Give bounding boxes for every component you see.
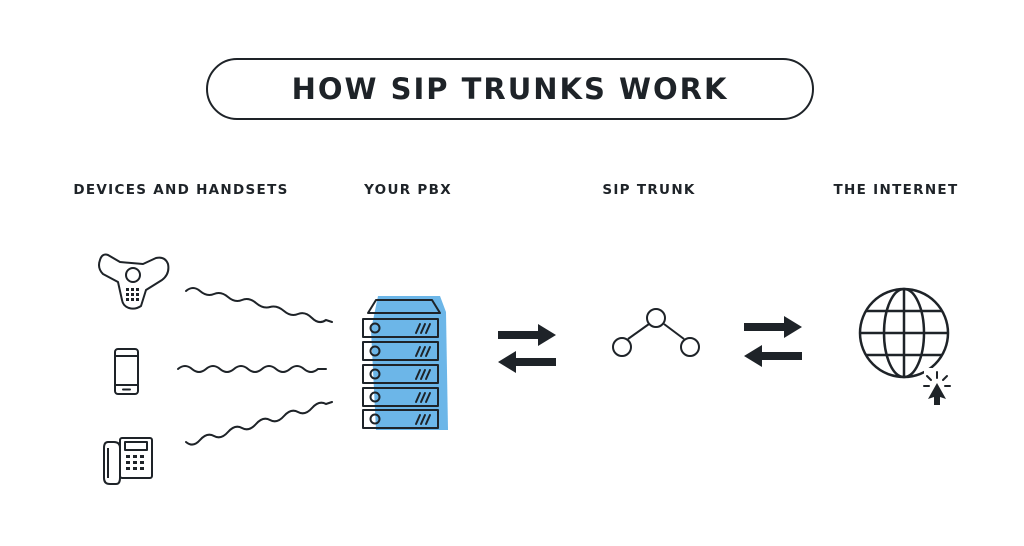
bidirectional-arrow-icon [744,316,802,367]
sip-trunk-icon [612,308,700,357]
diagram-title: HOW SIP TRUNKS WORK [291,72,729,106]
bidirectional-arrow-icon [498,324,556,373]
desk-phone-icon [103,437,153,485]
pbx-server-icon [362,296,448,430]
column-label-devices: DEVICES AND HANDSETS [73,182,289,198]
cursor-click-icon [923,368,952,408]
column-label-sip-trunk: SIP TRUNK [602,182,696,198]
mobile-phone-icon [114,348,139,395]
connection-wave-bottom [185,401,333,446]
column-label-pbx: YOUR PBX [364,182,452,198]
connection-wave-top [185,287,333,324]
connection-wave-middle [177,365,327,373]
column-label-internet: THE INTERNET [833,182,959,198]
conference-phone-icon [98,253,170,310]
globe-icon [858,287,950,379]
title-pill: HOW SIP TRUNKS WORK [206,58,814,120]
